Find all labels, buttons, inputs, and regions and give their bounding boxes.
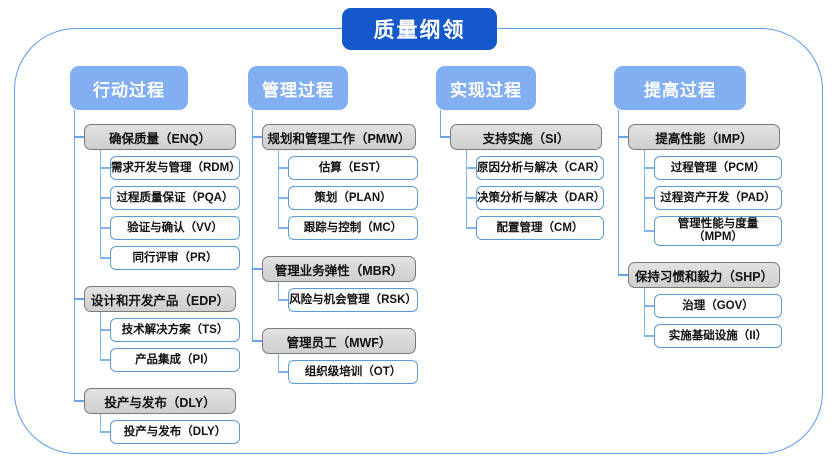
connector-leaf-stub: [278, 299, 288, 301]
leaf-box[interactable]: 技术解决方案（TS）: [110, 318, 240, 342]
connector-column-trunk-col-manage: [252, 110, 254, 341]
connector-leaf-stub: [644, 197, 654, 199]
group-box-grp-pmw[interactable]: 规划和管理工作（PMW）: [262, 124, 416, 150]
connector-group-stub: [252, 340, 262, 342]
leaf-box[interactable]: 原因分析与解决（CAR）: [476, 156, 605, 180]
leaf-box[interactable]: 过程资产开发（PAD）: [654, 186, 782, 210]
leaf-box[interactable]: 配置管理（CM）: [476, 216, 604, 240]
leaf-box[interactable]: 估算（EST）: [288, 156, 418, 180]
connector-leaf-stub: [100, 359, 110, 361]
group-box-grp-dly[interactable]: 投产与发布（DLY）: [84, 388, 236, 414]
group-box-grp-edp[interactable]: 设计和开发产品（EDP）: [84, 286, 236, 312]
connector-group-trunk: [278, 354, 280, 372]
connector-column-trunk-col-realize: [440, 110, 442, 137]
connector-leaf-stub: [644, 305, 654, 307]
column-header-col-action[interactable]: 行动过程: [70, 66, 188, 110]
connector-leaf-stub: [100, 329, 110, 331]
leaf-box[interactable]: 需求开发与管理（RDM）: [110, 156, 241, 180]
leaf-box[interactable]: 管理性能与度量（MPM）: [654, 216, 782, 246]
connector-group-trunk: [100, 150, 102, 258]
connector-column-trunk-col-action: [74, 110, 76, 401]
connector-leaf-stub: [100, 227, 110, 229]
diagram-root-title: 质量纲领: [342, 8, 497, 50]
group-box-grp-mbr[interactable]: 管理业务弹性（MBR）: [262, 256, 416, 282]
connector-leaf-stub: [278, 197, 288, 199]
group-box-grp-imp[interactable]: 提高性能（IMP）: [628, 124, 780, 150]
leaf-box[interactable]: 验证与确认（VV）: [110, 216, 240, 240]
leaf-box[interactable]: 风险与机会管理（RSK）: [288, 288, 418, 312]
connector-leaf-stub: [100, 167, 110, 169]
connector-leaf-stub: [644, 230, 654, 232]
connector-leaf-stub: [466, 197, 476, 199]
leaf-box[interactable]: 同行评审（PR）: [110, 246, 240, 270]
connector-leaf-stub: [644, 167, 654, 169]
connector-group-stub: [618, 136, 628, 138]
connector-leaf-stub: [644, 335, 654, 337]
connector-group-stub: [252, 136, 262, 138]
connector-group-stub: [440, 136, 450, 138]
connector-leaf-stub: [466, 227, 476, 229]
connector-group-trunk: [466, 150, 468, 228]
connector-group-trunk: [644, 288, 646, 336]
connector-leaf-stub: [278, 371, 288, 373]
connector-leaf-stub: [100, 197, 110, 199]
leaf-box[interactable]: 实施基础设施（II）: [654, 324, 782, 348]
leaf-box[interactable]: 组织级培训（OT）: [288, 360, 418, 384]
connector-leaf-stub: [100, 257, 110, 259]
group-box-grp-enq[interactable]: 确保质量（ENQ）: [84, 124, 236, 150]
connector-group-stub: [252, 268, 262, 270]
group-box-grp-si[interactable]: 支持实施（SI）: [450, 124, 602, 150]
group-box-grp-shp[interactable]: 保持习惯和毅力（SHP）: [628, 262, 780, 288]
connector-group-stub: [74, 400, 84, 402]
leaf-box[interactable]: 产品集成（PI）: [110, 348, 240, 372]
connector-group-stub: [74, 136, 84, 138]
connector-group-stub: [618, 274, 628, 276]
connector-group-trunk: [100, 312, 102, 360]
leaf-box[interactable]: 投产与发布（DLY）: [110, 420, 240, 444]
connector-group-trunk: [278, 282, 280, 300]
column-header-col-improve[interactable]: 提高过程: [614, 66, 746, 110]
connector-group-stub: [74, 298, 84, 300]
column-header-col-realize[interactable]: 实现过程: [436, 66, 536, 110]
leaf-box[interactable]: 过程管理（PCM）: [654, 156, 782, 180]
connector-leaf-stub: [278, 167, 288, 169]
connector-group-trunk: [100, 414, 102, 432]
leaf-box[interactable]: 治理（GOV）: [654, 294, 782, 318]
leaf-box[interactable]: 策划（PLAN）: [288, 186, 418, 210]
connector-leaf-stub: [278, 227, 288, 229]
column-header-col-manage[interactable]: 管理过程: [248, 66, 348, 110]
connector-group-trunk: [278, 150, 280, 228]
leaf-box[interactable]: 跟踪与控制（MC）: [288, 216, 418, 240]
connector-column-trunk-col-improve: [618, 110, 620, 275]
group-box-grp-mwf[interactable]: 管理员工（MWF）: [262, 328, 416, 354]
connector-leaf-stub: [466, 167, 476, 169]
connector-leaf-stub: [100, 431, 110, 433]
connector-group-trunk: [644, 150, 646, 231]
leaf-box[interactable]: 过程质量保证（PQA）: [110, 186, 240, 210]
leaf-box[interactable]: 决策分析与解决（DAR）: [476, 186, 605, 210]
